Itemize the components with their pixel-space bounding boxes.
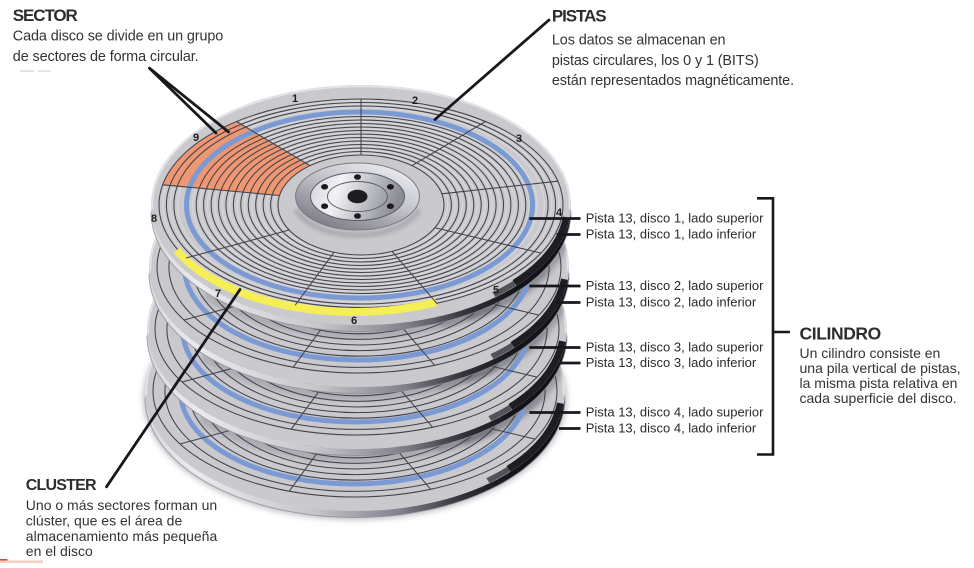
svg-text:Pista 13, disco 2, lado inferi: Pista 13, disco 2, lado inferior	[586, 294, 757, 309]
svg-text:la misma pista relativa en: la misma pista relativa en	[800, 375, 958, 391]
svg-text:Uno o más sectores forman un: Uno o más sectores forman un	[26, 497, 217, 513]
svg-text:Los datos se almacenan en: Los datos se almacenan en	[552, 33, 726, 49]
svg-text:PISTAS: PISTAS	[552, 6, 606, 25]
svg-text:CILINDRO: CILINDRO	[800, 324, 881, 344]
svg-text:Pista 13, disco 1, lado superi: Pista 13, disco 1, lado superior	[586, 210, 764, 225]
svg-text:Pista 13, disco 3, lado superi: Pista 13, disco 3, lado superior	[586, 339, 764, 354]
svg-text:Pista 13, disco 2, lado superi: Pista 13, disco 2, lado superior	[586, 278, 764, 293]
svg-text:4: 4	[556, 207, 563, 219]
svg-text:Pista 13, disco 1, lado inferi: Pista 13, disco 1, lado inferior	[586, 226, 757, 241]
svg-text:Pista 13, disco 4, lado inferi: Pista 13, disco 4, lado inferior	[586, 420, 757, 435]
svg-text:una pila vertical de pistas,: una pila vertical de pistas,	[800, 360, 961, 376]
svg-text:5: 5	[493, 285, 499, 297]
svg-text:almacenamiento más pequeña: almacenamiento más pequeña	[26, 528, 218, 544]
svg-text:SECTOR: SECTOR	[13, 6, 78, 25]
svg-text:3: 3	[516, 133, 522, 145]
svg-text:1: 1	[292, 93, 298, 105]
svg-text:de sectores de forma circular.: de sectores de forma circular.	[13, 49, 199, 65]
svg-text:clúster, que es el área de: clúster, que es el área de	[26, 512, 183, 528]
svg-text:pistas circulares, los 0 y 1 (: pistas circulares, los 0 y 1 (BITS)	[552, 53, 759, 69]
svg-text:Un cilindro consiste en: Un cilindro consiste en	[800, 345, 941, 361]
svg-text:2: 2	[412, 95, 418, 107]
svg-text:en el disco: en el disco	[26, 543, 93, 559]
svg-text:Pista 13, disco 3, lado inferi: Pista 13, disco 3, lado inferior	[586, 355, 757, 370]
svg-text:Pista 13, disco 4, lado superi: Pista 13, disco 4, lado superior	[586, 404, 764, 419]
svg-text:7: 7	[215, 288, 221, 300]
svg-text:Cada disco se divide en un gru: Cada disco se divide en un grupo	[13, 29, 224, 45]
svg-text:9: 9	[193, 132, 199, 144]
svg-text:8: 8	[151, 213, 157, 225]
svg-text:6: 6	[351, 315, 357, 327]
svg-text:están representados magnéticam: están representados magnéticamente.	[552, 73, 794, 89]
svg-text:CLUSTER: CLUSTER	[26, 477, 97, 494]
svg-text:cada superficie del disco.: cada superficie del disco.	[800, 390, 957, 406]
